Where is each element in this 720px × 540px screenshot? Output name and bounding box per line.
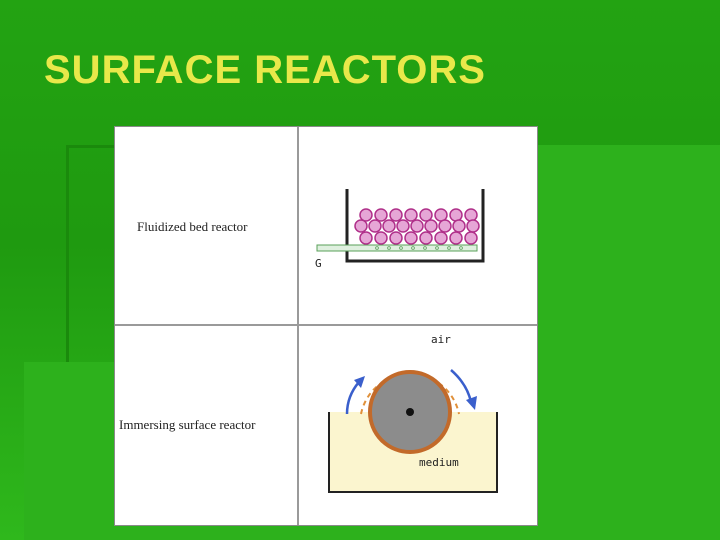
- carrier-bead: [449, 231, 463, 245]
- rotation-arrow-left: [345, 381, 360, 415]
- carrier-bead: [449, 208, 463, 222]
- reactor-diagram-table: Fluidized bed reactor Immersing surface …: [114, 126, 538, 526]
- rotation-arrow-right-head: [466, 396, 477, 410]
- carrier-bead: [374, 231, 388, 245]
- carrier-bead: [396, 219, 410, 233]
- carrier-bead: [410, 219, 424, 233]
- carrier-bead: [359, 231, 373, 245]
- carrier-bead: [389, 208, 403, 222]
- carrier-bead: [424, 219, 438, 233]
- carrier-beads: [354, 208, 480, 245]
- carrier-bead: [404, 231, 418, 245]
- carrier-bead: [382, 219, 396, 233]
- table-divider-vertical: [297, 127, 299, 525]
- biofilm-halo: [360, 372, 460, 415]
- carrier-bead: [466, 219, 480, 233]
- carrier-bead: [419, 231, 433, 245]
- carrier-bead: [434, 231, 448, 245]
- background-band-left: [66, 145, 69, 363]
- carrier-bead: [368, 219, 382, 233]
- rotation-arrow-right: [450, 369, 473, 403]
- fluidized-bed-reactor-diagram: G: [315, 189, 485, 270]
- fluidized-bed-label: Fluidized bed reactor: [137, 219, 248, 234]
- carrier-bead: [452, 219, 466, 233]
- inlet-holes: [375, 246, 463, 250]
- carrier-bead: [464, 208, 478, 222]
- carrier-bead: [404, 208, 418, 222]
- carrier-bead: [354, 219, 368, 233]
- medium-container: [328, 412, 498, 493]
- table-divider-horizontal: [115, 324, 537, 326]
- immersing-surface-label: Immersing surface reactor: [119, 417, 256, 432]
- carrier-bead: [389, 231, 403, 245]
- carrier-bead: [464, 231, 478, 245]
- air-label: air: [431, 333, 451, 346]
- gas-inlet-pipe: [316, 244, 478, 252]
- carrier-bead: [434, 208, 448, 222]
- carrier-bead: [374, 208, 388, 222]
- carrier-bead: [359, 208, 373, 222]
- reactor-vessel: [345, 189, 485, 263]
- medium-label: medium: [419, 456, 459, 469]
- immersing-surface-reactor-diagram: air medium: [328, 333, 498, 493]
- carrier-bead: [419, 208, 433, 222]
- gas-label: G: [315, 257, 322, 270]
- background-band-right: [536, 145, 720, 363]
- slide-title: SURFACE REACTORS: [44, 48, 486, 92]
- disc-axle: [406, 408, 414, 416]
- carrier-bead: [438, 219, 452, 233]
- rotation-arrow-left-head: [354, 376, 365, 388]
